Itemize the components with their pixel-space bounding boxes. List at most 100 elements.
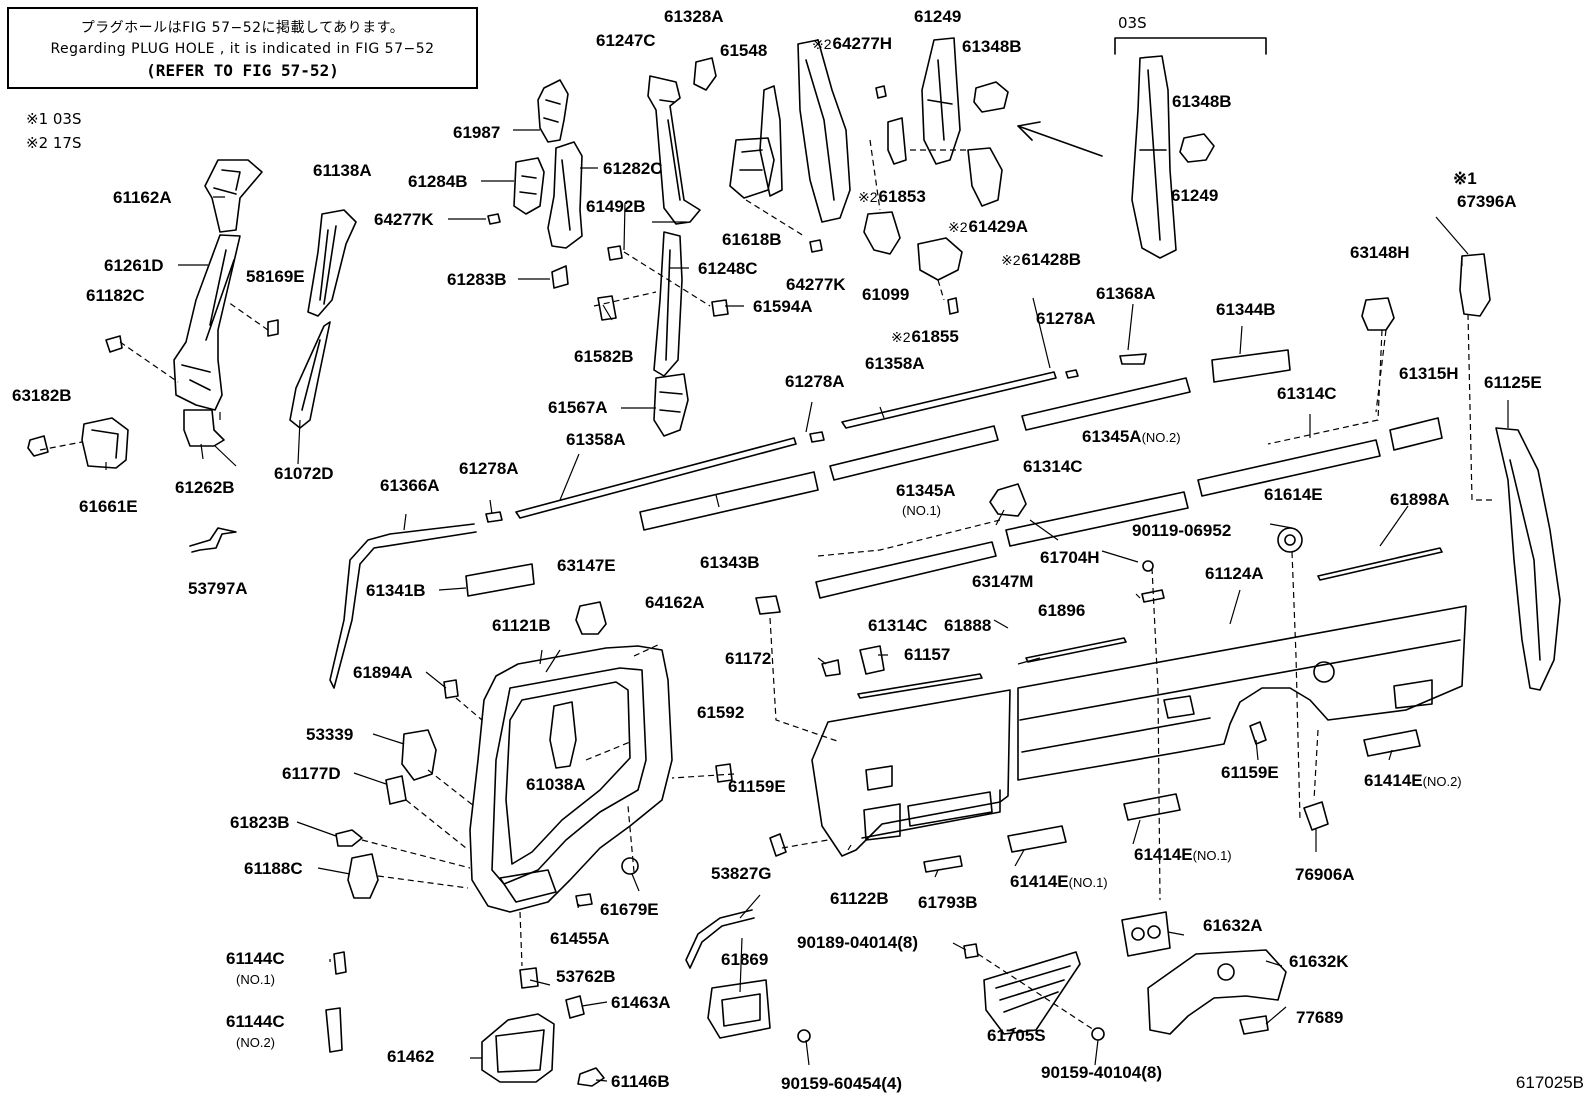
part-label[interactable]: 77689	[1296, 1008, 1344, 1027]
part-label[interactable]: 61567A	[548, 398, 608, 417]
part-label[interactable]: 90159-40104(8)	[1041, 1063, 1162, 1082]
part-label[interactable]: 61262B	[175, 478, 235, 497]
part-label[interactable]: 61704H	[1040, 548, 1100, 567]
part-label[interactable]: 61315H	[1399, 364, 1459, 383]
part-label[interactable]: 61282C	[603, 159, 663, 178]
part-label[interactable]: 61582B	[574, 347, 634, 366]
part-label[interactable]: 61284B	[408, 172, 468, 191]
part-label[interactable]: 61188C	[244, 859, 303, 878]
part-label[interactable]: 61345A	[896, 481, 956, 500]
part-label[interactable]: 61159E	[1221, 763, 1279, 782]
part-label[interactable]: 64277K	[786, 275, 846, 294]
part-label[interactable]: 61548	[720, 41, 768, 60]
part-label[interactable]: 61278A	[1036, 309, 1096, 328]
part-label[interactable]: 61614E	[1264, 485, 1323, 504]
part-label[interactable]: 90119-06952	[1132, 521, 1232, 540]
part-label[interactable]: 61038A	[526, 775, 586, 794]
part-label[interactable]: 61249	[914, 7, 962, 26]
part-label[interactable]: 76906A	[1295, 865, 1355, 884]
part-label-17s[interactable]: ※261855	[891, 328, 959, 346]
part-label[interactable]: 61869	[721, 950, 769, 969]
part-label[interactable]: 61492B	[586, 197, 646, 216]
part-label[interactable]: 61072D	[274, 464, 334, 483]
part-label[interactable]: 61328A	[664, 7, 724, 26]
part-label[interactable]: 61462	[387, 1047, 435, 1066]
part-label-with-sub[interactable]: 61414E(NO.1)	[1134, 846, 1232, 865]
part-label[interactable]: 61341B	[366, 581, 426, 600]
part-label[interactable]: 90189-04014(8)	[797, 933, 918, 952]
part-label[interactable]: 61888	[944, 616, 992, 635]
part-label-17s[interactable]: ※264277H	[812, 35, 892, 53]
part-label[interactable]: 61793B	[918, 893, 978, 912]
part-label[interactable]: 61455A	[550, 929, 610, 948]
part-label[interactable]: 63182B	[12, 386, 72, 405]
part-label[interactable]: 61144C	[226, 949, 285, 968]
part-label[interactable]: 61121B	[492, 616, 551, 635]
part-label[interactable]: 61344B	[1216, 300, 1276, 319]
part-label[interactable]: 61358A	[566, 430, 626, 449]
part-label[interactable]: 58169E	[246, 267, 305, 286]
part-label[interactable]: 61283B	[447, 270, 507, 289]
part-label[interactable]: 61463A	[611, 993, 671, 1012]
part-label[interactable]: 53762B	[556, 967, 616, 986]
part-label[interactable]: 64162A	[645, 593, 705, 612]
part-label-with-sub[interactable]: 61414E(NO.1)	[1010, 873, 1108, 892]
part-label[interactable]: 61705S	[987, 1026, 1046, 1045]
part-label[interactable]: 61314C	[1023, 457, 1083, 476]
part-label[interactable]: 61177D	[282, 764, 341, 783]
part-label[interactable]: 61278A	[459, 459, 519, 478]
part-label[interactable]: 61618B	[722, 230, 782, 249]
part-label[interactable]: 61162A	[113, 188, 172, 207]
part-label[interactable]: 61896	[1038, 601, 1086, 620]
part-label[interactable]: 61122B	[830, 889, 889, 908]
part-label[interactable]: 63147M	[972, 572, 1034, 591]
part-label[interactable]: 61987	[453, 123, 501, 142]
part-label[interactable]: 63147E	[557, 556, 616, 575]
part-label[interactable]: 63148H	[1350, 243, 1410, 262]
part-label[interactable]: 61124A	[1205, 564, 1264, 583]
part-label[interactable]: 61594A	[753, 297, 813, 316]
part-label[interactable]: 61248C	[698, 259, 758, 278]
part-label[interactable]: 61632A	[1203, 916, 1263, 935]
part-label[interactable]: 53797A	[188, 579, 248, 598]
part-label[interactable]: 61679E	[600, 900, 659, 919]
part-label[interactable]: 61661E	[79, 497, 138, 516]
part-label[interactable]: 61898A	[1390, 490, 1450, 509]
part-label[interactable]: 61249	[1171, 186, 1219, 205]
part-label[interactable]: 61314C	[1277, 384, 1337, 403]
part-label[interactable]: 61894A	[353, 663, 413, 682]
part-label[interactable]: 61172	[725, 649, 772, 668]
part-label[interactable]: 61823B	[230, 813, 290, 832]
liner-61632k	[1147, 949, 1287, 1035]
part-label-17s[interactable]: ※261428B	[1001, 251, 1081, 269]
part-label-17s[interactable]: ※261429A	[948, 218, 1028, 236]
part-label[interactable]: 61144C	[226, 1012, 285, 1031]
part-label[interactable]: 61348B	[962, 37, 1022, 56]
part-label[interactable]: 90159-60454(4)	[781, 1074, 902, 1093]
part-label[interactable]: 61366A	[380, 476, 440, 495]
part-label[interactable]: 61348B	[1172, 92, 1232, 111]
part-label[interactable]: 53339	[306, 725, 354, 744]
part-label[interactable]: 61592	[697, 703, 745, 722]
part-label[interactable]: 61247C	[596, 31, 656, 50]
part-label[interactable]: 61146B	[611, 1072, 670, 1091]
part-label[interactable]: 61159E	[728, 777, 786, 796]
part-label[interactable]: 61157	[904, 645, 951, 664]
part-label[interactable]: 61314C	[868, 616, 928, 635]
part-label-with-sub[interactable]: 61345A(NO.2)	[1082, 428, 1181, 447]
part-label[interactable]: 61358A	[865, 354, 925, 373]
part-label[interactable]: 53827G	[711, 864, 772, 883]
part-label[interactable]: 61368A	[1096, 284, 1156, 303]
part-label[interactable]: 61261D	[104, 256, 164, 275]
part-label[interactable]: 61099	[862, 285, 910, 304]
part-label[interactable]: 61182C	[86, 286, 145, 305]
part-label[interactable]: 61278A	[785, 372, 845, 391]
part-label[interactable]: 64277K	[374, 210, 434, 229]
part-label[interactable]: 61125E	[1484, 373, 1542, 392]
part-label[interactable]: 61343B	[700, 553, 760, 572]
part-label[interactable]: 61632K	[1289, 952, 1349, 971]
part-label-with-sub[interactable]: 61414E(NO.2)	[1364, 772, 1462, 791]
part-label[interactable]: 61138A	[313, 161, 372, 180]
part-label[interactable]: 67396A	[1457, 192, 1517, 211]
part-label-17s[interactable]: ※261853	[858, 188, 926, 206]
